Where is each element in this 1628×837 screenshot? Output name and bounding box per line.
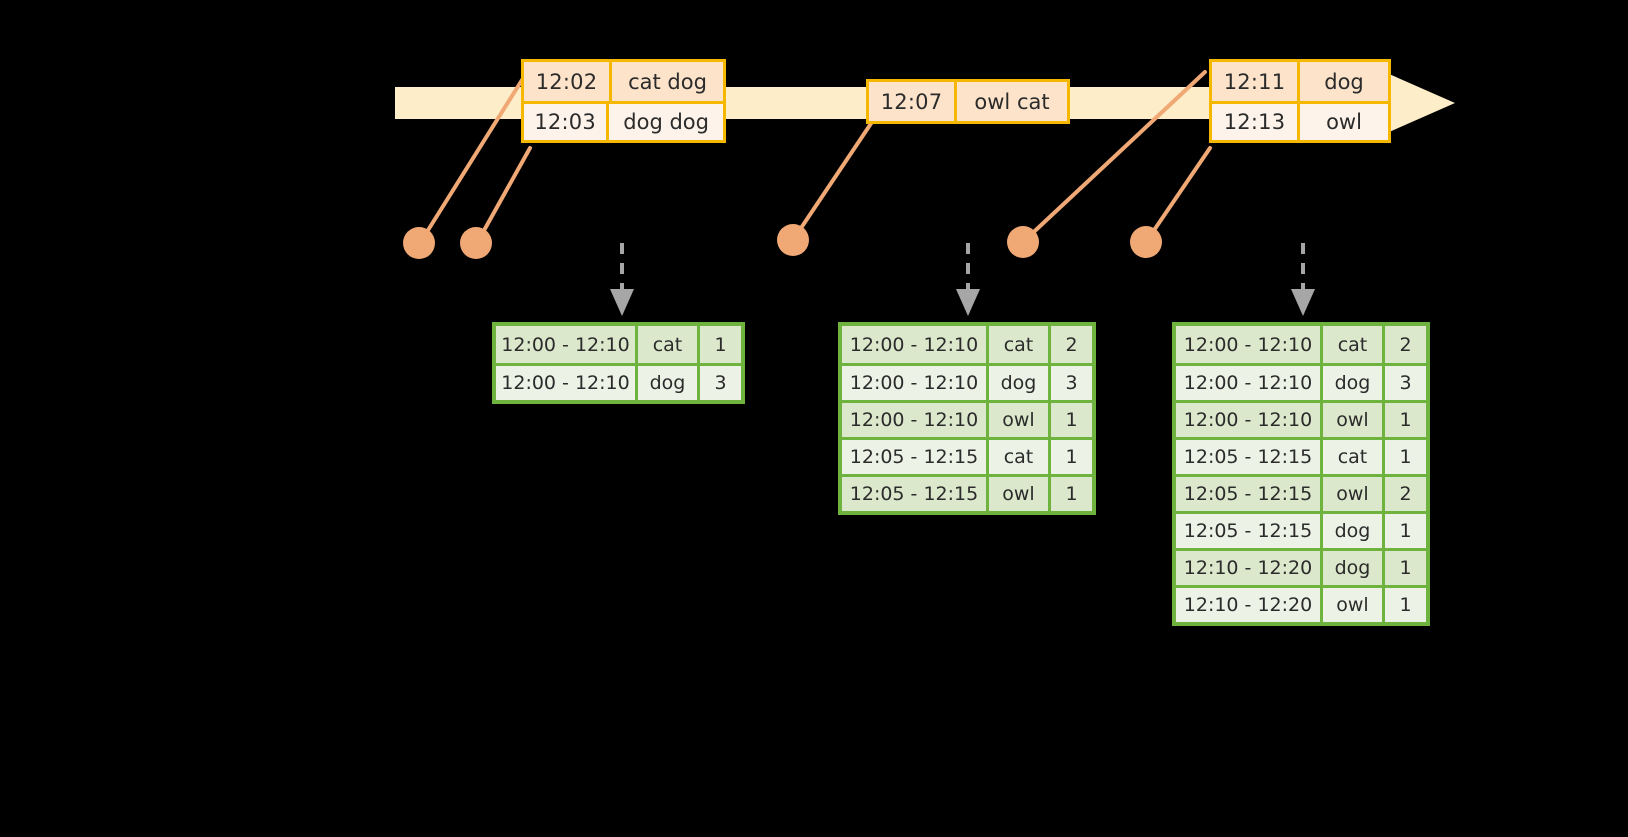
word-cell: dog [1323,514,1385,548]
window-cell: 12:05 - 12:15 [842,440,989,474]
table-row: 12:00 - 12:10 dog 3 [1176,363,1426,400]
result-table-2[interactable]: 12:00 - 12:10 cat 2 12:00 - 12:10 dog 3 … [838,322,1096,515]
word-cell: cat [1323,326,1385,363]
event-marker-1207 [777,224,809,256]
window-cell: 12:00 - 12:10 [842,366,989,400]
table-row: 12:05 - 12:15 owl 2 [1176,474,1426,511]
word-cell: owl [1323,403,1385,437]
window-cell: 12:00 - 12:10 [842,326,989,363]
table-row: 12:05 - 12:15 owl 1 [842,474,1092,511]
word-cell: dog [1323,551,1385,585]
table-row: 12:00 - 12:10 owl 1 [1176,400,1426,437]
window-cell: 12:10 - 12:20 [1176,551,1323,585]
table-row: 12:10 - 12:20 owl 1 [1176,585,1426,622]
window-cell: 12:05 - 12:15 [1176,477,1323,511]
count-cell: 2 [1065,333,1078,356]
event-text: cat dog [628,69,707,94]
window-cell: 12:00 - 12:10 [1176,366,1323,400]
event-text: owl [1326,110,1362,134]
count-cell: 2 [1399,483,1412,505]
count-cell: 1 [1065,446,1078,468]
count-cell: 3 [1399,372,1412,394]
event-text: dog [1324,69,1364,94]
count-cell: 1 [1399,446,1412,468]
count-cell: 1 [1399,557,1412,579]
event-time: 12:07 [869,82,957,121]
table-row: 12:05 - 12:15 cat 1 [1176,437,1426,474]
table-row: 12:05 - 12:15 dog 1 [1176,511,1426,548]
word-cell: cat [989,440,1051,474]
word-cell: owl [989,477,1051,511]
event-row: 12:11 dog [1212,62,1388,101]
window-cell: 12:05 - 12:15 [842,477,989,511]
event-markers [403,224,1162,259]
event-text: dog dog [623,110,709,134]
window-cell: 12:00 - 12:10 [496,326,638,363]
event-marker-1202 [403,227,435,259]
event-marker-1203 [460,227,492,259]
event-time: 12:02 [524,62,612,101]
trigger-arrows [610,243,1315,316]
result-table-1[interactable]: 12:00 - 12:10 cat 1 12:00 - 12:10 dog 3 [492,322,745,404]
table-row: 12:10 - 12:20 dog 1 [1176,548,1426,585]
table-row: 12:00 - 12:10 dog 3 [496,363,741,400]
result-table-3[interactable]: 12:00 - 12:10 cat 2 12:00 - 12:10 dog 3 … [1172,322,1430,626]
event-box-1[interactable]: 12:02 cat dog 12:03 dog dog [521,59,726,143]
table-row: 12:00 - 12:10 cat 2 [1176,326,1426,363]
count-cell: 1 [1065,483,1078,505]
window-cell: 12:00 - 12:10 [496,366,638,400]
event-row: 12:13 owl [1212,101,1388,140]
event-box-3[interactable]: 12:11 dog 12:13 owl [1209,59,1391,143]
event-time: 12:13 [1212,104,1300,140]
window-cell: 12:00 - 12:10 [1176,403,1323,437]
table-row: 12:00 - 12:10 owl 1 [842,400,1092,437]
window-cell: 12:05 - 12:15 [1176,440,1323,474]
window-cell: 12:05 - 12:15 [1176,514,1323,548]
event-marker-1211 [1007,226,1039,258]
word-cell: dog [1323,366,1385,400]
event-time: 12:11 [1212,62,1300,101]
word-cell: dog [638,366,700,400]
window-cell: 12:10 - 12:20 [1176,588,1323,622]
count-cell: 3 [1065,372,1078,394]
table-row: 12:00 - 12:10 cat 1 [496,326,741,363]
word-cell: dog [989,366,1051,400]
event-row: 12:02 cat dog [524,62,723,101]
word-cell: cat [1323,440,1385,474]
word-cell: owl [1323,477,1385,511]
event-row: 12:03 dog dog [524,101,723,140]
word-cell: cat [638,326,700,363]
table-row: 12:05 - 12:15 cat 1 [842,437,1092,474]
window-cell: 12:00 - 12:10 [842,403,989,437]
count-cell: 3 [714,372,727,394]
event-row: 12:07 owl cat [869,82,1067,121]
word-cell: owl [989,403,1051,437]
event-box-2[interactable]: 12:07 owl cat [866,79,1070,124]
window-cell: 12:00 - 12:10 [1176,326,1323,363]
count-cell: 1 [1399,409,1412,431]
table-row: 12:00 - 12:10 cat 2 [842,326,1092,363]
count-cell: 1 [1065,409,1078,431]
word-cell: cat [989,326,1051,363]
count-cell: 2 [1399,333,1412,356]
count-cell: 1 [1399,594,1412,616]
count-cell: 1 [714,333,727,356]
event-marker-1213 [1130,226,1162,258]
count-cell: 1 [1399,520,1412,542]
table-row: 12:00 - 12:10 dog 3 [842,363,1092,400]
event-time: 12:03 [524,104,610,140]
event-text: owl cat [974,89,1050,114]
word-cell: owl [1323,588,1385,622]
